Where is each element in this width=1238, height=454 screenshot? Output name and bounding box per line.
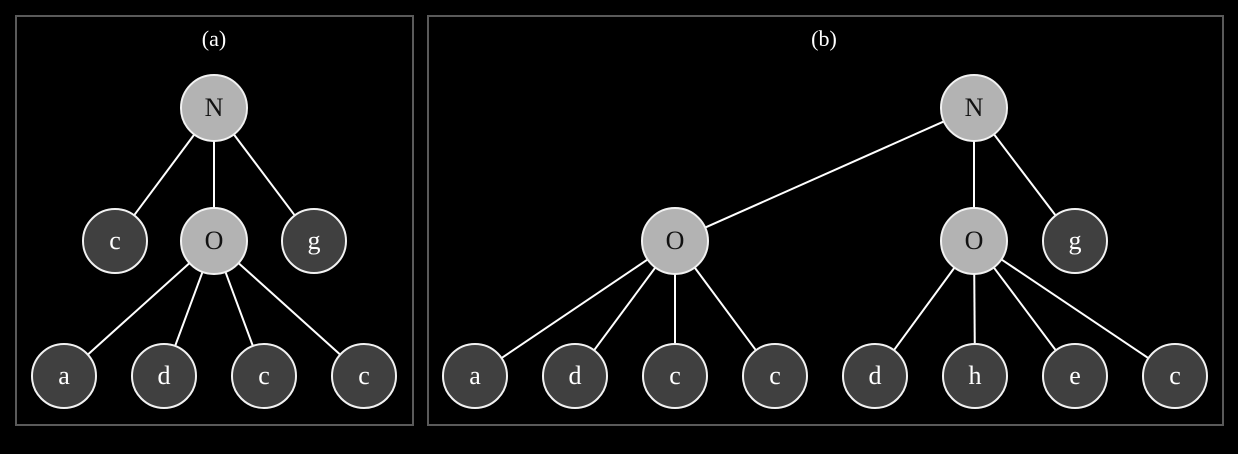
tree-node-o[interactable]: O: [940, 207, 1008, 275]
tree-node-label: d: [157, 361, 171, 390]
tree-node-label: c: [769, 361, 781, 390]
tree-node-label: c: [1169, 361, 1181, 390]
tree-node-label: c: [109, 226, 121, 255]
tree-node-label: O: [665, 226, 685, 255]
tree-node-label: N: [204, 93, 224, 122]
tree-node-a[interactable]: a: [442, 343, 508, 409]
tree-node-c[interactable]: c: [642, 343, 708, 409]
tree-node-label: h: [968, 361, 982, 390]
tree-node-n[interactable]: N: [180, 74, 248, 142]
tree-node-d[interactable]: d: [842, 343, 908, 409]
tree-node-n[interactable]: N: [940, 74, 1008, 142]
tree-node-label: N: [964, 93, 984, 122]
tree-node-label: d: [568, 361, 582, 390]
tree-node-o[interactable]: O: [641, 207, 709, 275]
tree-node-d[interactable]: d: [131, 343, 197, 409]
tree-node-label: e: [1069, 361, 1081, 390]
tree-node-label: g: [1068, 226, 1082, 255]
tree-node-c[interactable]: c: [1142, 343, 1208, 409]
panel-a-label: (a): [201, 26, 227, 51]
tree-node-c[interactable]: c: [331, 343, 397, 409]
tree-node-g[interactable]: g: [1042, 208, 1108, 274]
tree-node-g[interactable]: g: [281, 208, 347, 274]
panel-b-label: (b): [811, 26, 837, 51]
tree-node-label: O: [204, 226, 224, 255]
tree-node-d[interactable]: d: [542, 343, 608, 409]
tree-node-c[interactable]: c: [82, 208, 148, 274]
tree-node-label: g: [307, 226, 321, 255]
tree-node-label: a: [58, 361, 70, 390]
tree-node-label: c: [669, 361, 681, 390]
tree-node-e[interactable]: e: [1042, 343, 1108, 409]
tree-node-label: O: [964, 226, 984, 255]
tree-node-h[interactable]: h: [942, 343, 1008, 409]
tree-node-label: c: [358, 361, 370, 390]
tree-node-c[interactable]: c: [231, 343, 297, 409]
tree-node-a[interactable]: a: [31, 343, 97, 409]
tree-node-label: c: [258, 361, 270, 390]
tree-node-label: d: [868, 361, 882, 390]
tree-node-c[interactable]: c: [742, 343, 808, 409]
tree-node-label: a: [469, 361, 481, 390]
tree-node-o[interactable]: O: [180, 207, 248, 275]
